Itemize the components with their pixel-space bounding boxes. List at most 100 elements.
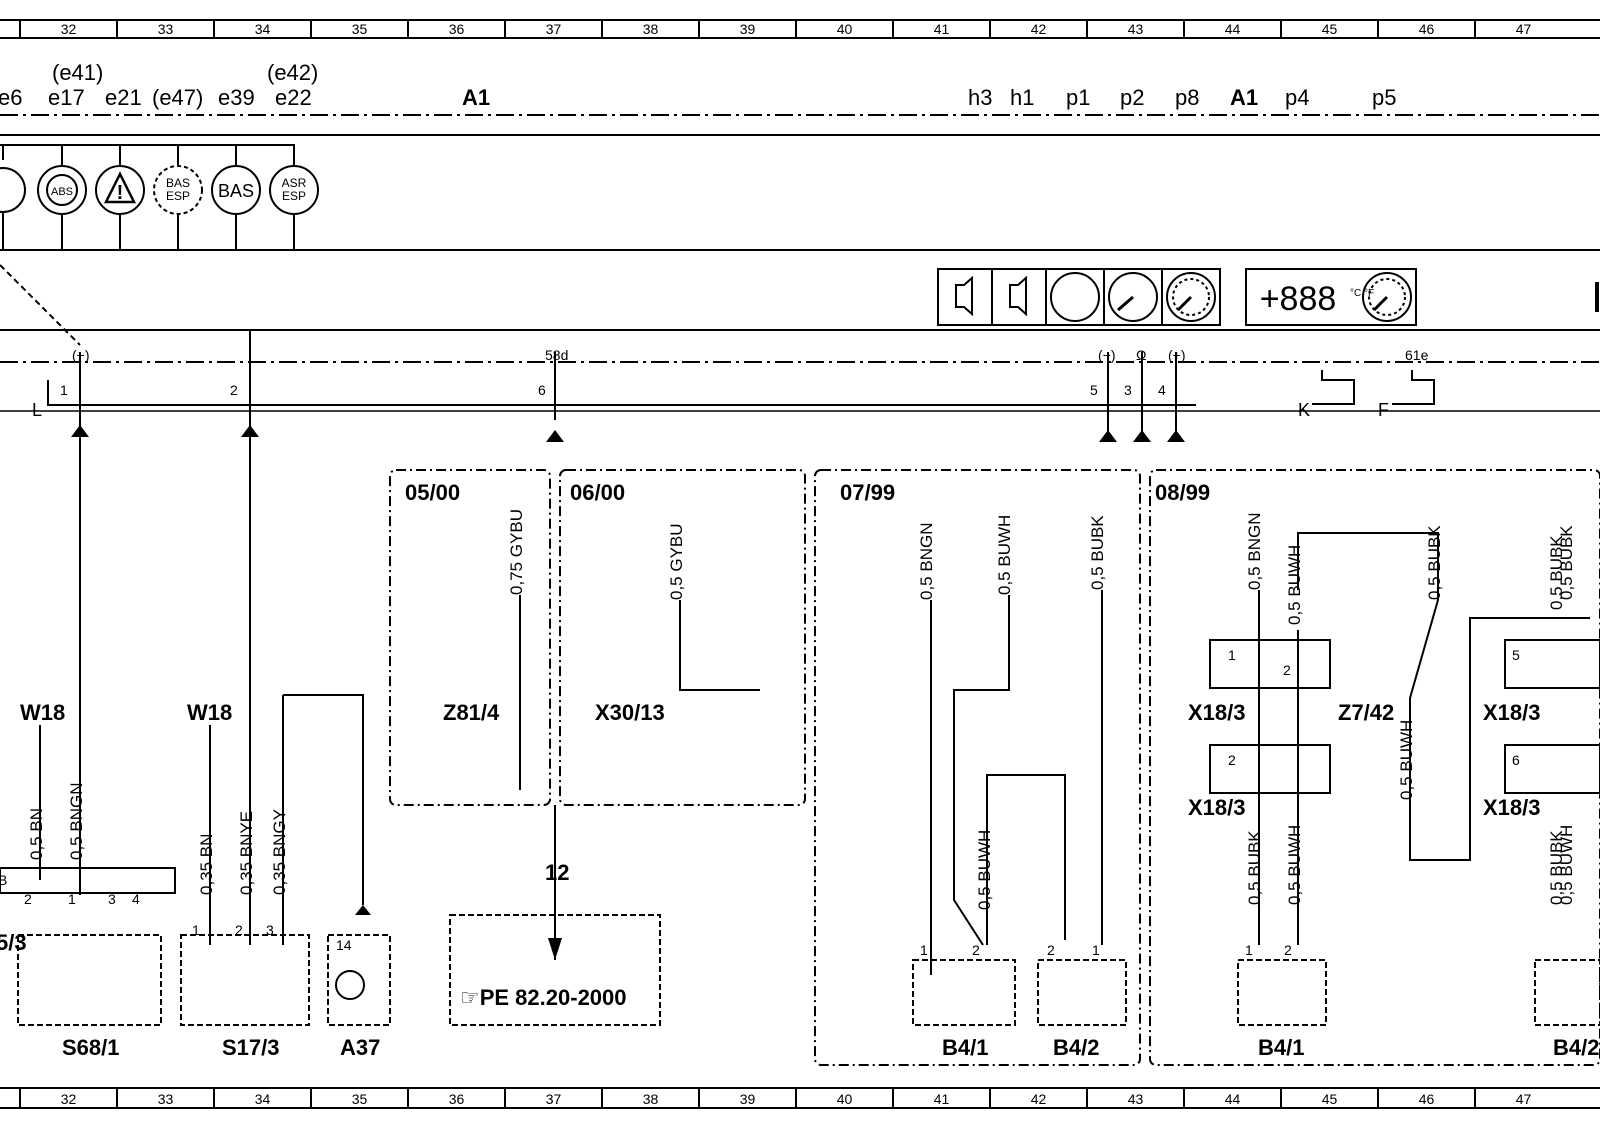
svg-text:ESP: ESP	[282, 189, 306, 203]
svg-text:F: F	[1378, 400, 1389, 420]
label-p4: p4	[1285, 85, 1309, 110]
wire-label: 0,5 BUBK	[1557, 525, 1576, 600]
svg-text:ABS: ABS	[51, 186, 73, 198]
svg-text:(−): (−)	[72, 347, 90, 363]
label-w18-a: W18	[20, 700, 65, 725]
label-ref-12: 12	[545, 860, 569, 885]
ruler-number: 40	[837, 21, 853, 37]
pe-reference-box	[449, 914, 661, 1026]
bus-labels: (−) 1 L 2 6 58d (−) Ω (+) 5 3 4 K F 61e	[32, 347, 1429, 420]
connector-x18-3-c	[1504, 639, 1600, 689]
label-pe-reference: ☞PE 82.20-2000	[460, 985, 627, 1010]
sensor-b4-1-b	[1237, 959, 1327, 1026]
display-panel	[1245, 268, 1417, 326]
label-p1: p1	[1066, 85, 1090, 110]
wire-label: 0,5 BNGN	[67, 783, 86, 860]
ruler-number: 44	[1225, 1091, 1241, 1107]
label-e22: e22	[275, 85, 312, 110]
display-units: °C °F	[1350, 288, 1374, 299]
ruler-number: 39	[740, 21, 756, 37]
ruler-number: 37	[546, 1091, 562, 1107]
wire-label: 0,5 BUWH	[1285, 825, 1304, 905]
svg-text:2: 2	[1284, 942, 1292, 958]
label-a37: A37	[340, 1035, 380, 1060]
ruler-number: 45	[1322, 21, 1338, 37]
ruler-number: 41	[934, 21, 950, 37]
svg-text:Ω: Ω	[1136, 347, 1146, 363]
wire-label: 0,35 BNGY	[270, 809, 289, 895]
ruler-number: 36	[449, 21, 465, 37]
wire-label: 0,5 BUWH	[975, 830, 994, 910]
svg-text:2: 2	[1047, 942, 1055, 958]
svg-text:2: 2	[972, 942, 980, 958]
hazard-lamp-icon	[95, 165, 145, 215]
wire-label: 0,5 BUBK	[1547, 830, 1566, 905]
wire-label: 0,5 GYBU	[667, 523, 686, 600]
svg-text:6: 6	[538, 382, 546, 398]
label-p2: p2	[1120, 85, 1144, 110]
label-x18-4: X18/3	[1483, 795, 1541, 820]
ruler-number: 32	[61, 1091, 77, 1107]
ruler-number: 47	[1516, 1091, 1532, 1107]
arrows	[71, 425, 1185, 960]
a1-frame	[0, 114, 1600, 412]
wire-label: 0,5 BNGN	[1245, 513, 1264, 590]
svg-text:61e: 61e	[1405, 347, 1429, 363]
svg-text:1: 1	[920, 942, 928, 958]
connector-x18-3-a	[1209, 639, 1331, 689]
coolant-temp-gauge-icon	[1050, 272, 1100, 322]
ruler-number: 34	[255, 1091, 271, 1107]
svg-text:06/00: 06/00	[570, 480, 625, 505]
label-e47: (e47)	[152, 85, 203, 110]
label-b41-a: B4/1	[942, 1035, 988, 1060]
component-boxes	[0, 639, 1600, 1026]
label-x18-3: X18/3	[1483, 700, 1541, 725]
ruler-number: 46	[1419, 1091, 1435, 1107]
ruler-number: 38	[643, 21, 659, 37]
svg-text:08/99: 08/99	[1155, 480, 1210, 505]
ruler-number: 33	[158, 1091, 174, 1107]
svg-text:K: K	[1298, 400, 1310, 420]
ruler-number: 35	[352, 21, 368, 37]
connector-b-partial	[0, 867, 176, 894]
tachometer-icon	[1362, 272, 1412, 322]
connector-x18-3-d	[1504, 744, 1600, 794]
svg-text:L: L	[32, 400, 42, 420]
abs-lamp-icon	[37, 165, 87, 215]
svg-text:1: 1	[60, 382, 68, 398]
speaker-icon	[955, 275, 973, 317]
svg-text:5: 5	[1090, 382, 1098, 398]
fuel-gauge-icon	[1108, 272, 1158, 322]
variant-boxes	[389, 469, 1600, 1066]
switch-s17-3	[180, 934, 310, 1026]
label-a1-right: A1	[1230, 85, 1258, 110]
label-e6: e6	[0, 85, 22, 110]
ruler-number: 43	[1128, 1091, 1144, 1107]
wire-label: 0,5 BUWH	[995, 515, 1014, 595]
variant-box-0799	[814, 469, 1141, 1066]
label-z81: Z81/4	[443, 700, 500, 725]
wire-label: 0,5 BUBK	[1547, 535, 1566, 610]
wire-label: 0,35 BNYE	[237, 811, 256, 895]
svg-text:2: 2	[1228, 752, 1236, 768]
svg-text:5: 5	[1512, 647, 1520, 663]
svg-text:(+): (+)	[1168, 347, 1186, 363]
label-e21: e21	[105, 85, 142, 110]
svg-text:1: 1	[192, 922, 200, 938]
svg-text:2: 2	[230, 382, 238, 398]
label-e41: (e41)	[52, 60, 103, 85]
switch-s68-1	[17, 934, 162, 1026]
label-b42-a: B4/2	[1053, 1035, 1099, 1060]
warning-lamps	[0, 144, 319, 250]
ruler-number: 44	[1225, 21, 1241, 37]
svg-text:2: 2	[1283, 662, 1291, 678]
label-e42: (e42)	[267, 60, 318, 85]
bottom-ruler	[0, 1087, 1600, 1109]
label-b41-b: B4/1	[1258, 1035, 1304, 1060]
svg-text:1: 1	[1092, 942, 1100, 958]
svg-text:3: 3	[108, 891, 116, 907]
sensor-b4-1	[912, 959, 1016, 1026]
wire-label: 0,35 BN	[197, 834, 216, 895]
